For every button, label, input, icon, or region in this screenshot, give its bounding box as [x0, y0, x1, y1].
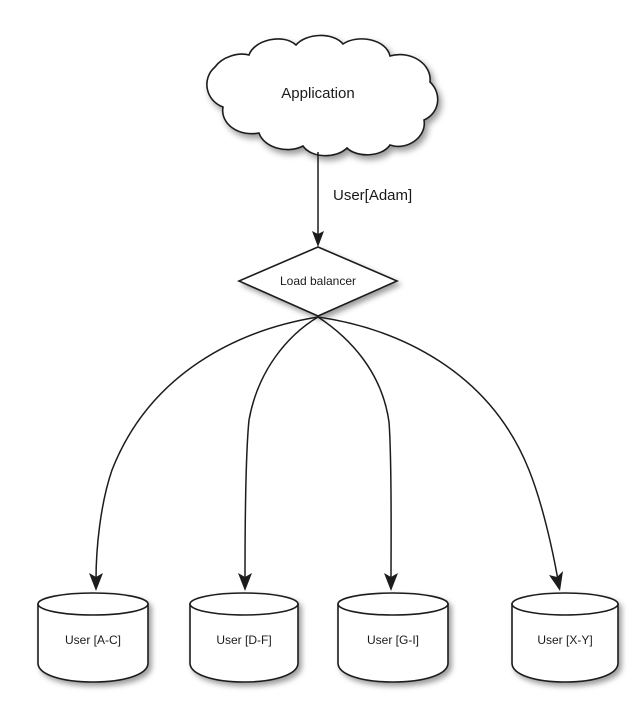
- application-label: Application: [281, 85, 354, 102]
- edge-lb-db-1-line: [95, 316, 319, 581]
- cylinder-2-body: [189, 603, 299, 683]
- edge-lb-db-1-arrowhead: [89, 573, 103, 591]
- database-1-label: User [A-C]: [65, 633, 121, 647]
- edge-app-lb-arrowhead: [312, 231, 324, 247]
- database-2-label: User [D-F]: [216, 633, 271, 647]
- edge-lb-db-2-line: [244, 316, 319, 581]
- cylinder-1-top: [37, 592, 149, 616]
- node-application[interactable]: Application: [206, 34, 439, 157]
- edge-lb-db-3-arrowhead: [384, 573, 398, 591]
- node-load-balancer[interactable]: Load balancer: [237, 246, 399, 317]
- node-database-3[interactable]: User [G-I]: [337, 592, 449, 683]
- cylinder-3-body: [337, 603, 449, 683]
- cylinder-1-body: [37, 603, 149, 683]
- node-database-2[interactable]: User [D-F]: [189, 592, 299, 683]
- cylinder-4-top: [511, 592, 619, 616]
- edge-lb-to-db-1: [89, 316, 319, 591]
- database-3-label: User [G-I]: [367, 633, 419, 647]
- cylinder-4-body: [511, 603, 619, 683]
- edge-lb-db-4-line: [317, 316, 559, 581]
- database-4-label: User [X-Y]: [537, 633, 592, 647]
- cylinder-3-top: [337, 592, 449, 616]
- load-balancer-label: Load balancer: [280, 274, 356, 288]
- edge-lb-db-4-arrowhead: [549, 571, 563, 591]
- cylinder-2-top: [189, 592, 299, 616]
- edge-lb-db-2-arrowhead: [238, 573, 252, 591]
- edge-lb-to-db-4: [317, 316, 563, 591]
- diamond-shape: [237, 246, 399, 317]
- edge-lb-to-db-2: [238, 316, 319, 591]
- node-database-4[interactable]: User [X-Y]: [511, 592, 619, 683]
- edge-lb-db-3-line: [317, 316, 392, 581]
- edge-app-to-load-balancer: User[Adam]: [312, 152, 412, 247]
- edge-app-lb-label: User[Adam]: [333, 187, 412, 204]
- cloud-shape: [206, 34, 439, 157]
- node-database-1[interactable]: User [A-C]: [37, 592, 149, 683]
- edge-lb-to-db-3: [317, 316, 398, 591]
